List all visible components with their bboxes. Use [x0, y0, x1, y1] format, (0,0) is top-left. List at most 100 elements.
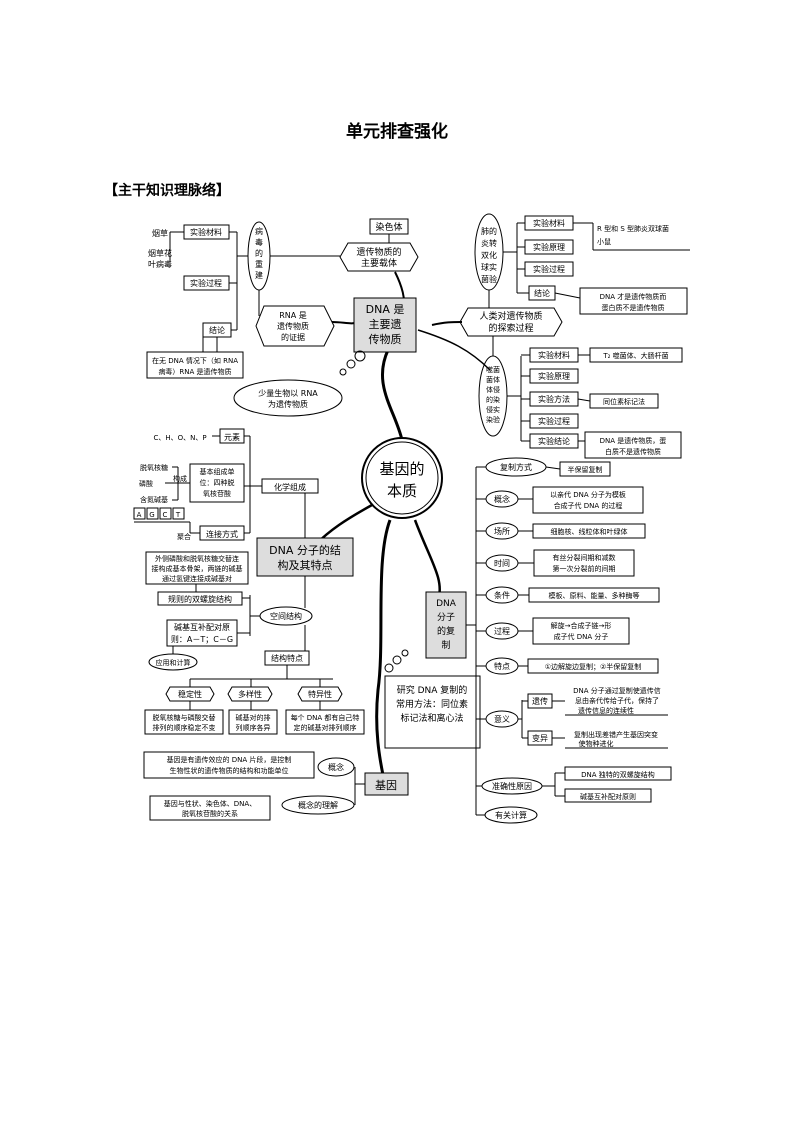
- virus-process: 实验过程: [190, 278, 222, 288]
- replication-mode: 复制方式: [500, 462, 532, 472]
- gene-concept-text2: 生物性状的遗传物质的结构和功能单位: [170, 766, 289, 775]
- chem-composition: 化学组成: [274, 482, 306, 492]
- helix-desc-line3: 通过氢键连接成碱基对: [162, 574, 232, 583]
- replication-features-text: ①边解旋边复制；②半保留复制: [545, 662, 642, 671]
- replication-site-text: 细胞核、线粒体和叶绿体: [551, 527, 628, 536]
- replication-time-text1: 有丝分裂间期和减数: [553, 553, 616, 562]
- stability-text2: 排列的顺序稳定不变: [153, 723, 216, 732]
- pairing-line2: 则：A－T；C－G: [171, 634, 233, 644]
- phosphate: 磷酸: [139, 479, 153, 488]
- section-title: 【主干知识理脉络】: [104, 183, 230, 199]
- spatial-structure: 空间结构: [270, 611, 302, 621]
- helix-desc-line2: 接构成基本骨架，两链的碱基: [152, 564, 243, 573]
- replication-time-text2: 第一次分裂前的间期: [553, 564, 616, 573]
- replication-meaning: 意义: [494, 714, 510, 724]
- replication-concept: 概念: [494, 494, 510, 504]
- few-rna-line1: 少量生物以 RNA: [258, 388, 318, 398]
- double-helix: 规则的双螺旋结构: [168, 594, 232, 604]
- pneumo-label-2: 炎转: [481, 238, 497, 248]
- phage-method-text: 同位素标记法: [603, 397, 645, 406]
- element-label: 元素: [224, 432, 240, 442]
- compose: 构成: [173, 474, 187, 483]
- diversity: 多样性: [238, 689, 262, 699]
- few-rna-line2: 为遗传物质: [268, 399, 308, 409]
- structure-line1: DNA 分子的结: [269, 543, 341, 557]
- replication-conditions: 条件: [494, 590, 510, 600]
- pneumo-process: 实验过程: [533, 264, 565, 274]
- main-carrier-line1: 遗传物质的: [356, 246, 401, 258]
- virus-material: 实验材料: [190, 227, 222, 237]
- structural-features: 结构特点: [271, 653, 303, 663]
- tobacco: 烟草: [152, 228, 168, 238]
- virus-label-4: 重: [255, 259, 263, 269]
- heredity-text1: DNA 分子通过复制使遗传信: [573, 686, 661, 695]
- replication-site: 场所: [494, 526, 510, 536]
- gene-understanding: 概念的理解: [298, 800, 338, 810]
- gene-understanding-text2: 脱氧核苷酸的关系: [182, 809, 238, 818]
- phage-conclusion-text2: 白质不是遗传物质: [605, 447, 661, 456]
- replication-line1: DNA: [436, 599, 457, 609]
- virus-label-2: 毒: [255, 237, 263, 247]
- structure-line2: 构及其特点: [278, 558, 333, 572]
- pneumo-material-text1: R 型和 S 型肺炎双球菌: [597, 224, 669, 233]
- base-a: A: [137, 511, 142, 519]
- stability: 稳定性: [178, 689, 202, 699]
- virus-conclusion-text1: 在无 DNA 情况下（如 RNA: [152, 356, 238, 365]
- rna-evidence-line3: 的证据: [281, 332, 305, 342]
- specificity-text1: 每个 DNA 都有自己特: [291, 713, 360, 722]
- tmv-line2: 叶病毒: [148, 259, 172, 269]
- center-line1: 基因的: [379, 460, 424, 478]
- dna-main-line1: DNA 是: [366, 303, 405, 316]
- pneumo-conclusion-text1: DNA 才是遗传物质而: [600, 292, 667, 301]
- gene-concept: 概念: [328, 762, 344, 772]
- phage-material-text: T₂ 噬菌体、大肠杆菌: [602, 351, 668, 360]
- accuracy-text2: 碱基互补配对原则: [580, 792, 636, 801]
- helix-desc-line1: 外侧磷酸和脱氧核糖交替连: [155, 554, 239, 563]
- replication-concept-text1: 以亲代 DNA 分子为模板: [550, 490, 626, 499]
- rna-evidence-line2: 遗传物质: [277, 321, 309, 331]
- apply-calc: 应用和计算: [156, 658, 191, 667]
- phage-label-2: 菌体: [486, 375, 500, 384]
- replication-variation: 变异: [532, 733, 548, 743]
- base-t: T: [175, 511, 181, 519]
- accuracy-text1: DNA 独特的双螺旋结构: [581, 770, 655, 779]
- pneumo-label-1: 肺的: [481, 226, 497, 236]
- main-carrier-line2: 主要载体: [361, 257, 397, 269]
- replication-time: 时间: [494, 558, 510, 568]
- chromosome-label: 染色体: [375, 221, 402, 233]
- replication-line2: 分子: [437, 612, 455, 623]
- phage-conclusion-text1: DNA 是遗传物质，蛋: [600, 436, 667, 445]
- replication-process: 过程: [494, 626, 510, 636]
- center-line2: 本质: [387, 482, 417, 500]
- replication-conditions-text: 模板、原料、能量、多种酶等: [549, 591, 640, 600]
- virus-label-3: 的: [255, 248, 263, 258]
- base-c: C: [163, 511, 168, 519]
- pairing-line1: 碱基互补配对原: [174, 622, 230, 632]
- pneumo-conclusion-text2: 蛋白质不是遗传物质: [602, 303, 665, 312]
- variation-text1: 复制出现差错产生基因突变: [574, 730, 658, 739]
- pneumo-conclusion: 结论: [534, 288, 550, 298]
- dna-main-line3: 传物质: [369, 332, 402, 346]
- pneumo-label-3: 双化: [481, 250, 497, 260]
- pneumo-material: 实验材料: [533, 218, 565, 228]
- pneumo-label-4: 球实: [481, 262, 497, 272]
- phage-label-5: 侵实: [486, 405, 500, 414]
- replication-heredity: 遗传: [532, 696, 548, 706]
- heredity-text2: 息由亲代传给子代，保持了: [575, 696, 659, 705]
- phage-label-4: 的染: [486, 395, 500, 404]
- replication-methods2: 常用方法：同位素: [396, 698, 468, 710]
- heredity-text3: 遗传信息的连续性: [578, 706, 634, 715]
- replication-calc: 有关计算: [495, 810, 527, 820]
- replication-accuracy: 准确性原因: [492, 781, 532, 791]
- polymerize: 聚合: [177, 532, 191, 541]
- replication-process-text2: 成子代 DNA 分子: [554, 632, 609, 641]
- unit-line2: 位：四种脱: [200, 478, 235, 487]
- replication-mode-text: 半保留复制: [568, 465, 603, 474]
- specificity: 特异性: [308, 689, 332, 699]
- pneumo-label-5: 菌验: [481, 274, 497, 284]
- phage-label-1: 噬菌: [486, 365, 500, 374]
- base: 含氮碱基: [140, 495, 168, 504]
- phage-label-3: 体侵: [486, 385, 500, 394]
- phage-conclusion: 实验结论: [538, 436, 570, 446]
